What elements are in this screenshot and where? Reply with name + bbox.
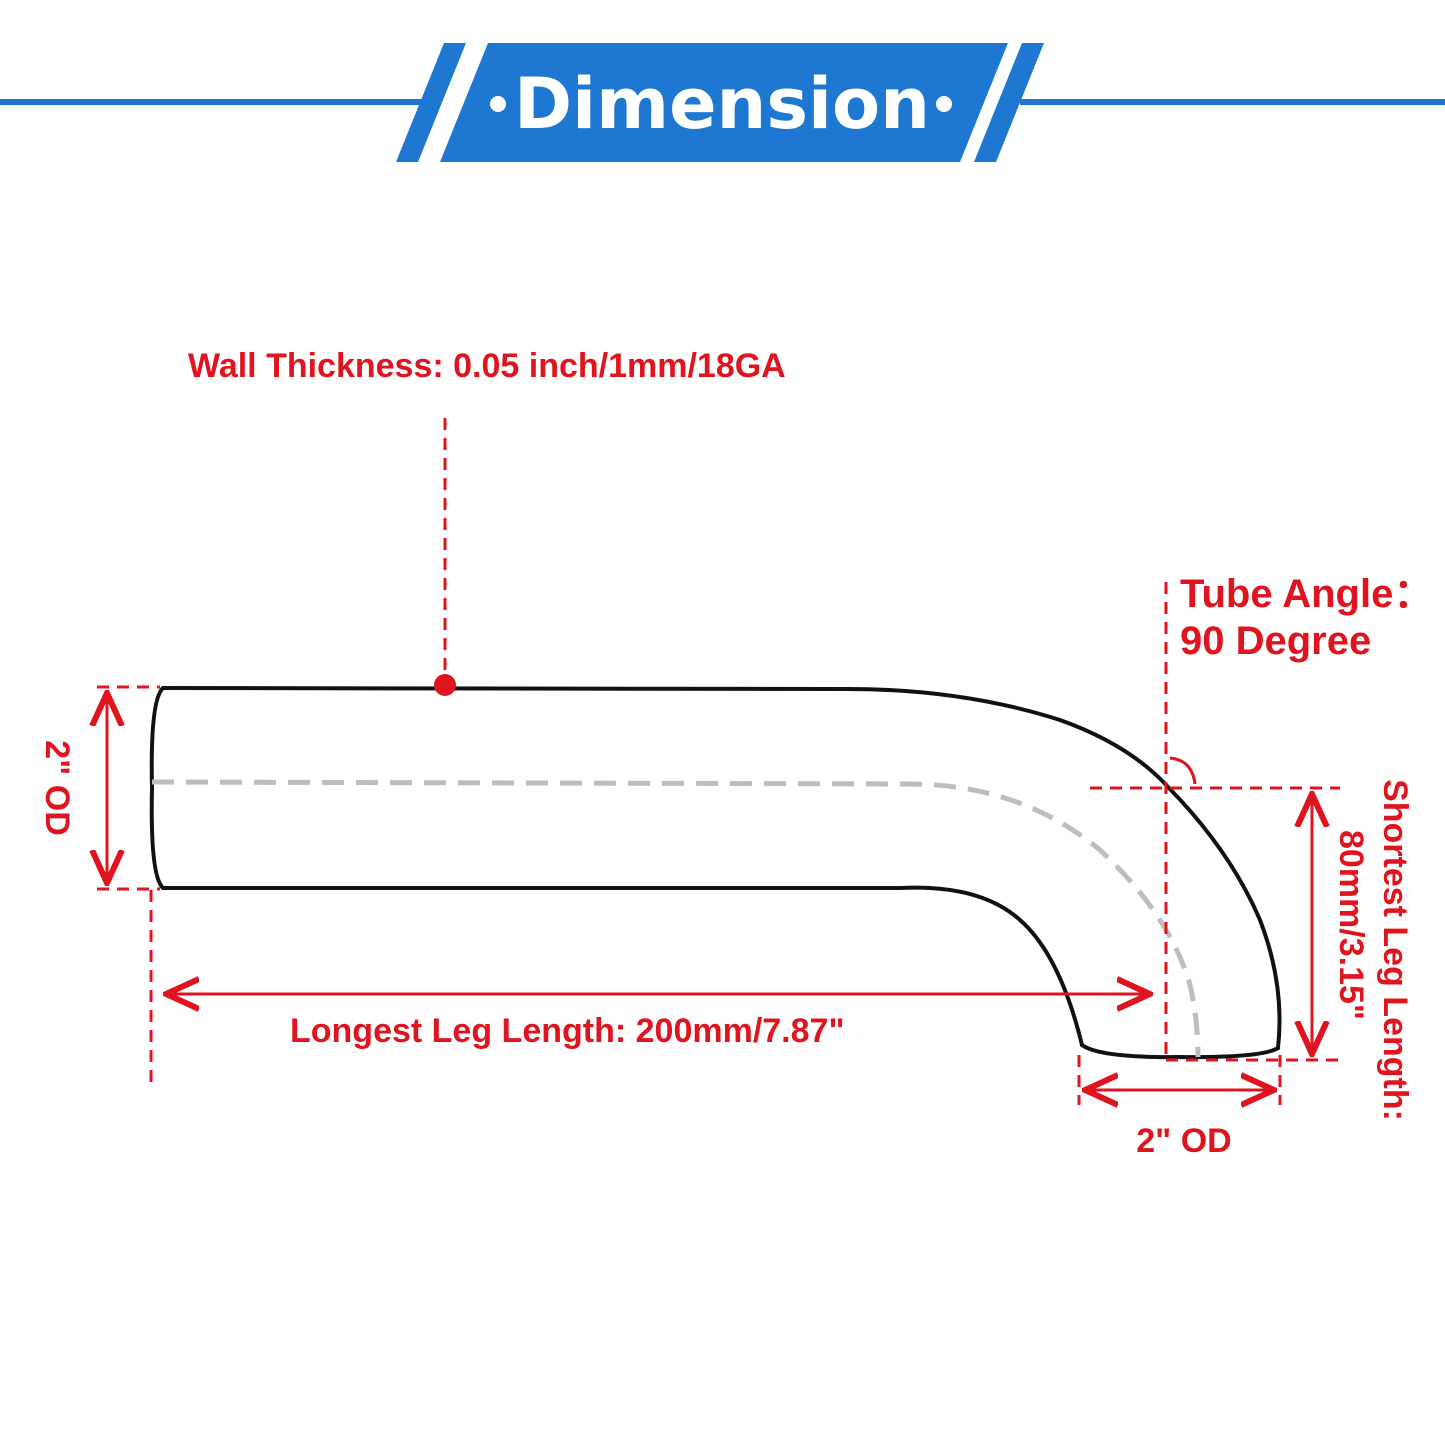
tube-drawing (149, 686, 1282, 1060)
wall-thickness-callout: Wall Thickness: 0.05 inch/1mm/18GA (188, 347, 786, 696)
shortest-leg-label-line1: Shortest Leg Length: (1376, 779, 1414, 1121)
tube-angle-callout (1090, 582, 1340, 1060)
tube-angle-label-line1: Tube Angle： (1180, 572, 1433, 616)
header-slash-right (974, 43, 1044, 162)
tube-bottom-end (1080, 1043, 1280, 1060)
bottom-od-dimension (1077, 1055, 1282, 1105)
header-banner: Dimension (0, 43, 1445, 162)
left-od-label: 2" OD (38, 740, 76, 835)
tube-angle-label-line2: 90 Degree (1180, 619, 1371, 663)
angle-arc (1169, 756, 1197, 785)
tube-centerline (151, 779, 1201, 1058)
wall-thickness-dot (434, 674, 456, 696)
header-dot-right (936, 96, 952, 112)
longest-leg-label: Longest Leg Length: 200mm/7.87" (290, 1012, 845, 1050)
left-od-dimension (97, 685, 160, 1090)
page-title: Dimension (514, 63, 930, 145)
header-slash-left (396, 43, 466, 162)
wall-thickness-label: Wall Thickness: 0.05 inch/1mm/18GA (188, 347, 786, 385)
shortest-leg-label-line2: 80mm/3.15" (1332, 830, 1370, 1020)
header-banner-shape (440, 43, 1008, 162)
tube-left-end (149, 686, 165, 890)
shortest-leg-dimension (1166, 794, 1342, 1062)
bottom-od-label: 2" OD (1136, 1122, 1231, 1160)
header-dot-left (490, 96, 506, 112)
